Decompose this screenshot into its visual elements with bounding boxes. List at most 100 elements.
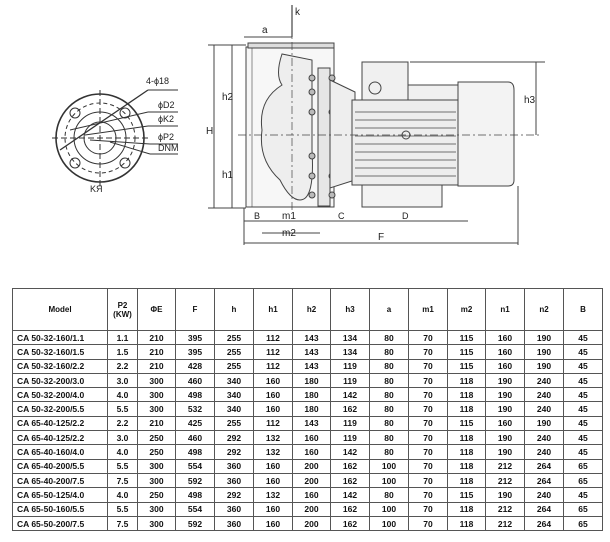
value-cell: 143 <box>292 344 331 360</box>
value-cell: 190 <box>485 387 525 403</box>
label-holes: 4-ϕ18 <box>146 76 169 86</box>
value-cell: 190 <box>524 415 564 432</box>
value-cell: 160 <box>485 329 525 346</box>
value-cell: 70 <box>408 387 448 403</box>
value-cell: 45 <box>563 487 603 503</box>
value-cell: 190 <box>485 401 525 417</box>
model-cell: CA 50-32-160/1.5 <box>12 344 108 360</box>
value-cell: 118 <box>447 430 486 446</box>
value-cell: 119 <box>330 372 370 389</box>
dim-a: a <box>262 25 268 36</box>
column-header: a <box>369 288 409 331</box>
value-cell: 250 <box>137 444 176 460</box>
label-dnm: DNM <box>158 143 179 153</box>
value-cell: 160 <box>253 515 293 532</box>
value-cell: 80 <box>369 430 409 446</box>
value-cell: 119 <box>330 430 370 446</box>
value-cell: 255 <box>214 344 254 360</box>
value-cell: 2.2 <box>107 415 138 432</box>
value-cell: 134 <box>330 344 370 360</box>
value-cell: 498 <box>175 444 215 460</box>
value-cell: 292 <box>214 487 254 503</box>
value-cell: 162 <box>330 401 370 417</box>
model-cell: CA 50-32-160/2.2 <box>12 358 108 374</box>
column-header: h1 <box>253 288 293 331</box>
value-cell: 70 <box>408 415 448 432</box>
value-cell: 300 <box>137 472 176 489</box>
value-cell: 300 <box>137 458 176 474</box>
model-cell: CA 65-40-200/7.5 <box>12 472 108 489</box>
value-cell: 210 <box>137 344 176 360</box>
value-cell: 70 <box>408 472 448 489</box>
value-cell: 45 <box>563 329 603 346</box>
column-header: m1 <box>408 288 448 331</box>
value-cell: 160 <box>292 430 331 446</box>
value-cell: 395 <box>175 329 215 346</box>
value-cell: 190 <box>524 329 564 346</box>
value-cell: 3.0 <box>107 372 138 389</box>
value-cell: 4.0 <box>107 387 138 403</box>
value-cell: 300 <box>137 401 176 417</box>
value-cell: 143 <box>292 415 331 432</box>
pump-side-view <box>208 5 545 245</box>
value-cell: 250 <box>137 430 176 446</box>
value-cell: 118 <box>447 372 486 389</box>
value-cell: 428 <box>175 358 215 374</box>
value-cell: 264 <box>524 501 564 517</box>
model-cell: CA 65-40-160/4.0 <box>12 444 108 460</box>
column-header: h3 <box>330 288 370 331</box>
value-cell: 80 <box>369 329 409 346</box>
value-cell: 119 <box>330 358 370 374</box>
value-cell: 240 <box>524 430 564 446</box>
value-cell: 118 <box>447 401 486 417</box>
value-cell: 80 <box>369 387 409 403</box>
value-cell: 162 <box>330 515 370 532</box>
value-cell: 70 <box>408 515 448 532</box>
value-cell: 118 <box>447 387 486 403</box>
value-cell: 592 <box>175 515 215 532</box>
value-cell: 162 <box>330 458 370 474</box>
value-cell: 80 <box>369 358 409 374</box>
label-k2: ϕK2 <box>158 114 174 124</box>
value-cell: 300 <box>137 501 176 517</box>
value-cell: 112 <box>253 329 293 346</box>
value-cell: 70 <box>408 487 448 503</box>
value-cell: 240 <box>524 444 564 460</box>
value-cell: 2.2 <box>107 358 138 374</box>
value-cell: 255 <box>214 358 254 374</box>
value-cell: 70 <box>408 430 448 446</box>
label-p2: ϕP2 <box>158 132 174 142</box>
value-cell: 190 <box>485 372 525 389</box>
value-cell: 200 <box>292 458 331 474</box>
value-cell: 115 <box>447 358 486 374</box>
column-header: n1 <box>485 288 525 331</box>
value-cell: 340 <box>214 401 254 417</box>
value-cell: 498 <box>175 387 215 403</box>
value-cell: 143 <box>292 358 331 374</box>
value-cell: 115 <box>447 329 486 346</box>
value-cell: 162 <box>330 501 370 517</box>
value-cell: 212 <box>485 458 525 474</box>
label-view: KЯ <box>90 184 103 194</box>
value-cell: 190 <box>524 358 564 374</box>
model-cell: CA 65-50-160/5.5 <box>12 501 108 517</box>
value-cell: 180 <box>292 372 331 389</box>
value-cell: 1.1 <box>107 329 138 346</box>
value-cell: 45 <box>563 372 603 389</box>
value-cell: 70 <box>408 344 448 360</box>
value-cell: 100 <box>369 515 409 532</box>
value-cell: 100 <box>369 472 409 489</box>
pump-dimension-drawing: 4-ϕ18 ϕD2 ϕK2 ϕP2 DNM KЯ <box>52 5 545 245</box>
column-header: n2 <box>524 288 564 331</box>
dim-D: D <box>402 211 409 221</box>
value-cell: 80 <box>369 487 409 503</box>
value-cell: 118 <box>447 444 486 460</box>
value-cell: 5.5 <box>107 401 138 417</box>
